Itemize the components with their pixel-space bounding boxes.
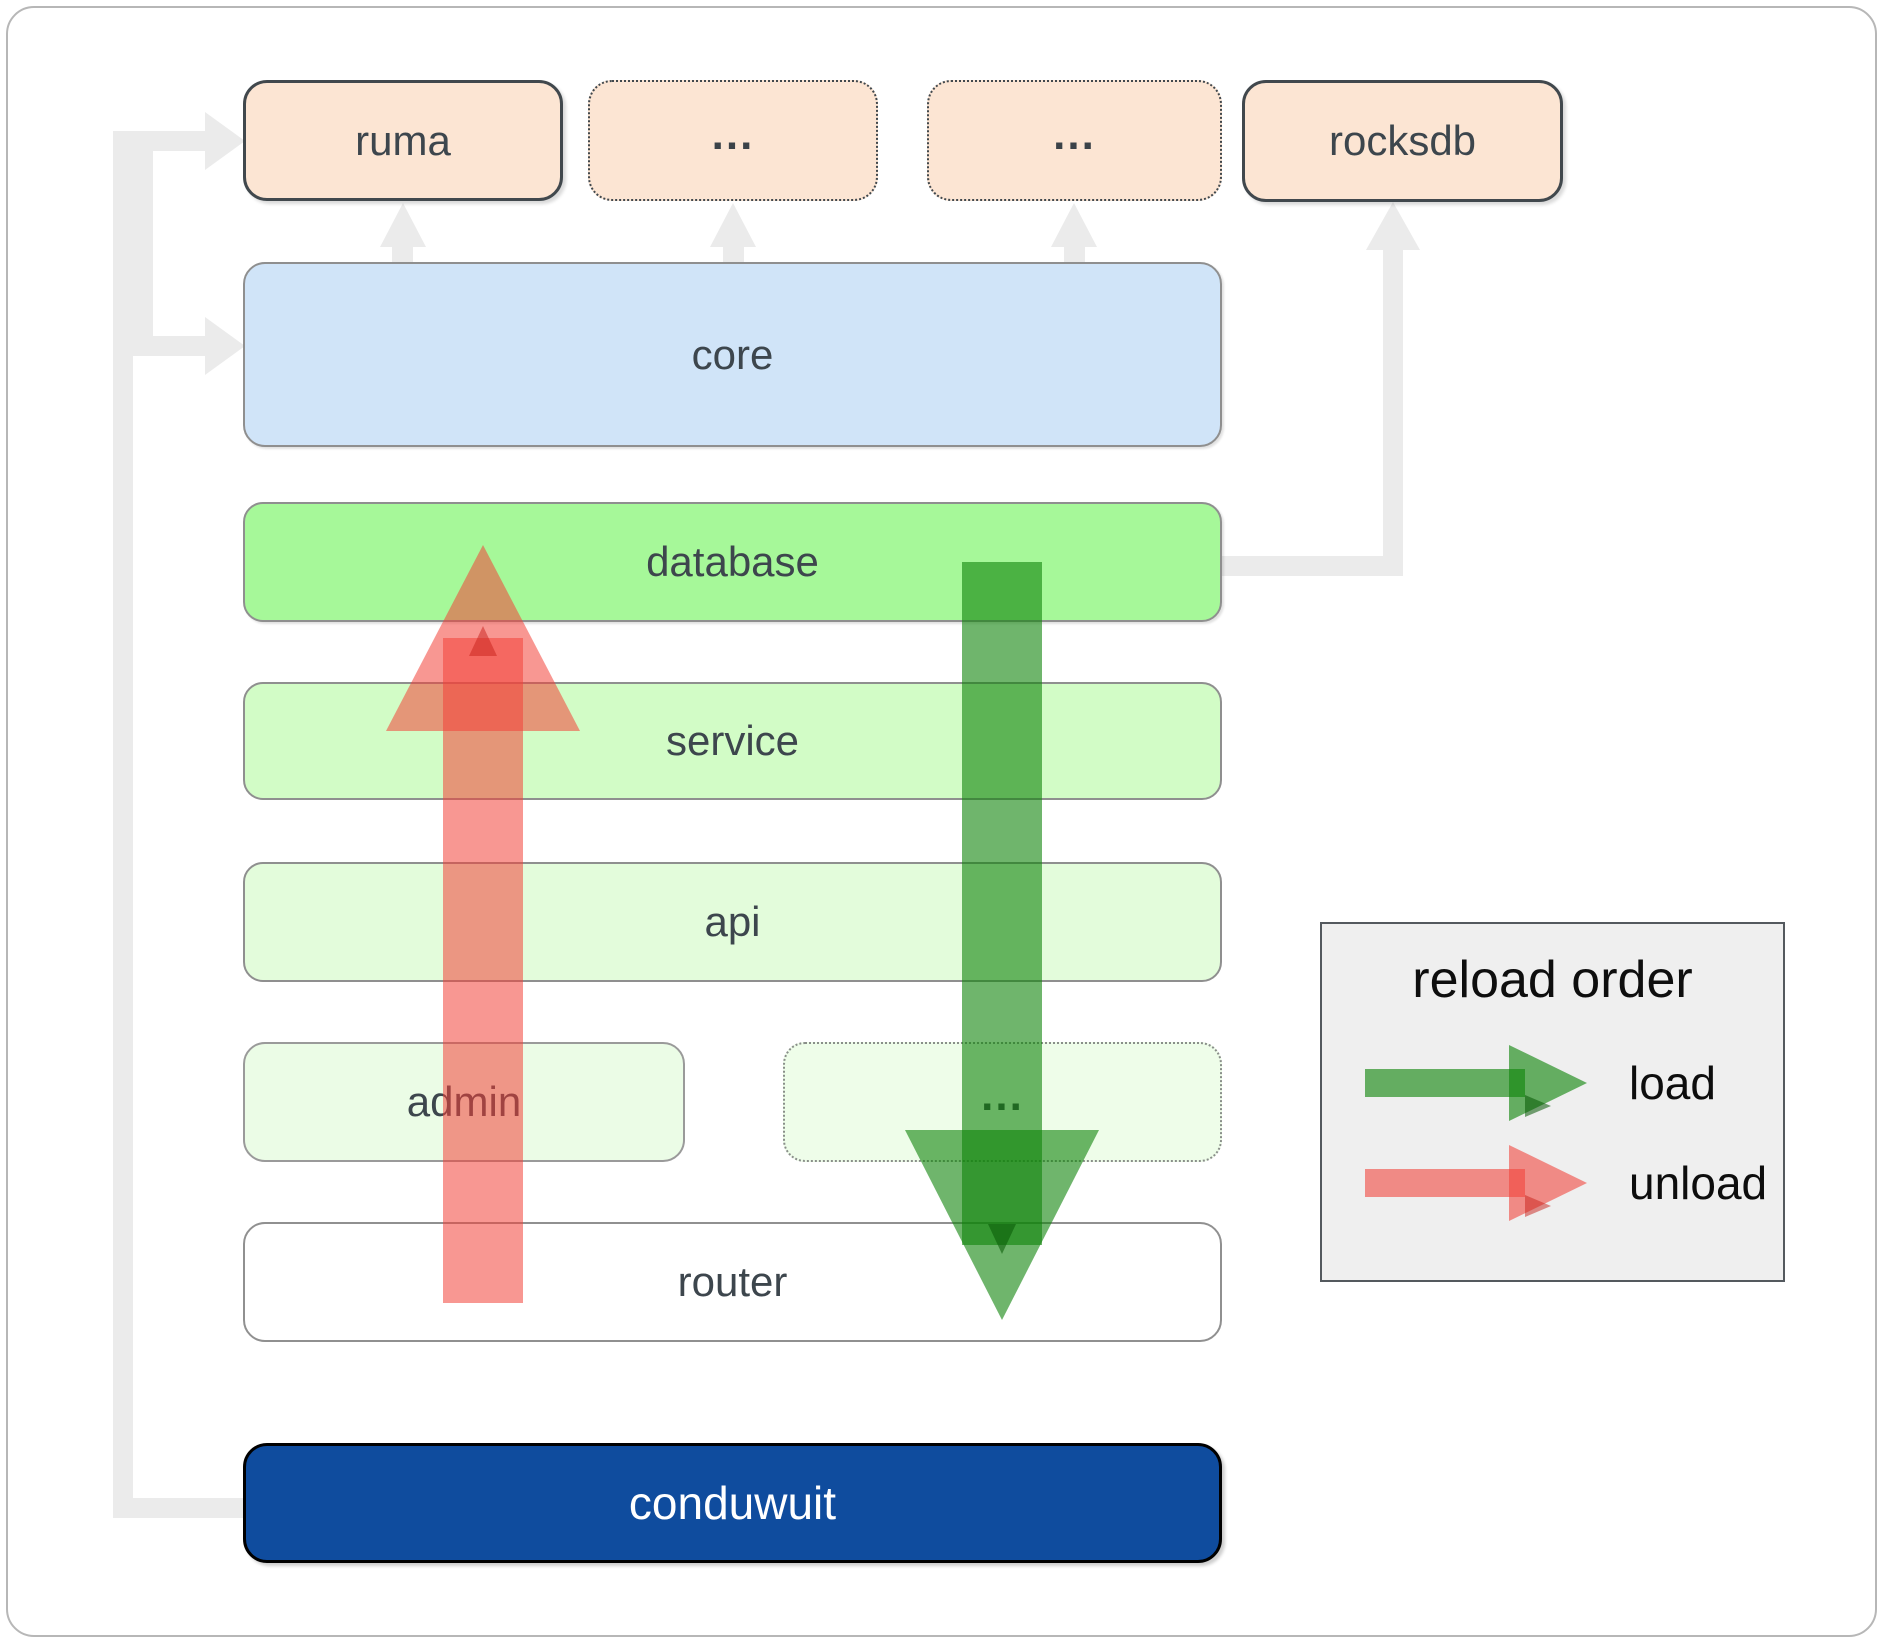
connector-from-conduwuit: [113, 1498, 245, 1518]
legend-title: reload order: [1412, 951, 1693, 1009]
legend-load-label: load: [1629, 1057, 1716, 1109]
unload-arrow-shaft: [443, 638, 523, 1303]
database-layer-box: database: [243, 502, 1222, 622]
core-layer-box: core: [243, 262, 1222, 447]
connector-conduwuit-trunk: [113, 131, 133, 1518]
ellipsis-module-box-2: ...: [927, 80, 1222, 201]
legend-unload-label: unload: [1629, 1157, 1768, 1209]
rocksdb-module-box: rocksdb: [1242, 80, 1563, 202]
legend-panel: reload order load unload: [1320, 922, 1785, 1282]
connector-to-ruma: [113, 131, 205, 151]
connector-to-core: [133, 336, 205, 356]
connector-to-core-vertical: [133, 141, 153, 356]
router-layer-box: router: [243, 1222, 1222, 1342]
legend-load-arrow-shaft: [1365, 1069, 1525, 1097]
service-layer-box: service: [243, 682, 1222, 800]
ellipsis-label: ...: [1053, 109, 1096, 159]
connector-database-to-rocksdb-horizontal: [1222, 556, 1403, 576]
connector-database-to-rocksdb-vertical: [1383, 248, 1403, 576]
conduwuit-label: conduwuit: [628, 1477, 837, 1529]
legend-unload-arrow-head-icon: [1509, 1145, 1587, 1221]
ruma-module-box: ruma: [243, 80, 563, 201]
ellipsis-module-box-1: ...: [588, 80, 878, 201]
outer-frame: [6, 6, 1877, 1637]
api-label: api: [704, 898, 761, 945]
api-layer-box: api: [243, 862, 1222, 982]
conduwuit-box: conduwuit: [243, 1443, 1222, 1563]
ruma-label: ruma: [355, 116, 451, 164]
ellipsis-label: ...: [711, 109, 755, 159]
service-label: service: [665, 717, 800, 764]
legend-unload-arrow-shaft: [1365, 1169, 1525, 1197]
legend-load-arrow-head-icon: [1509, 1045, 1587, 1121]
core-label: core: [691, 330, 774, 378]
router-label: router: [677, 1258, 788, 1305]
rocksdb-label: rocksdb: [1328, 117, 1477, 164]
database-label: database: [646, 538, 819, 585]
